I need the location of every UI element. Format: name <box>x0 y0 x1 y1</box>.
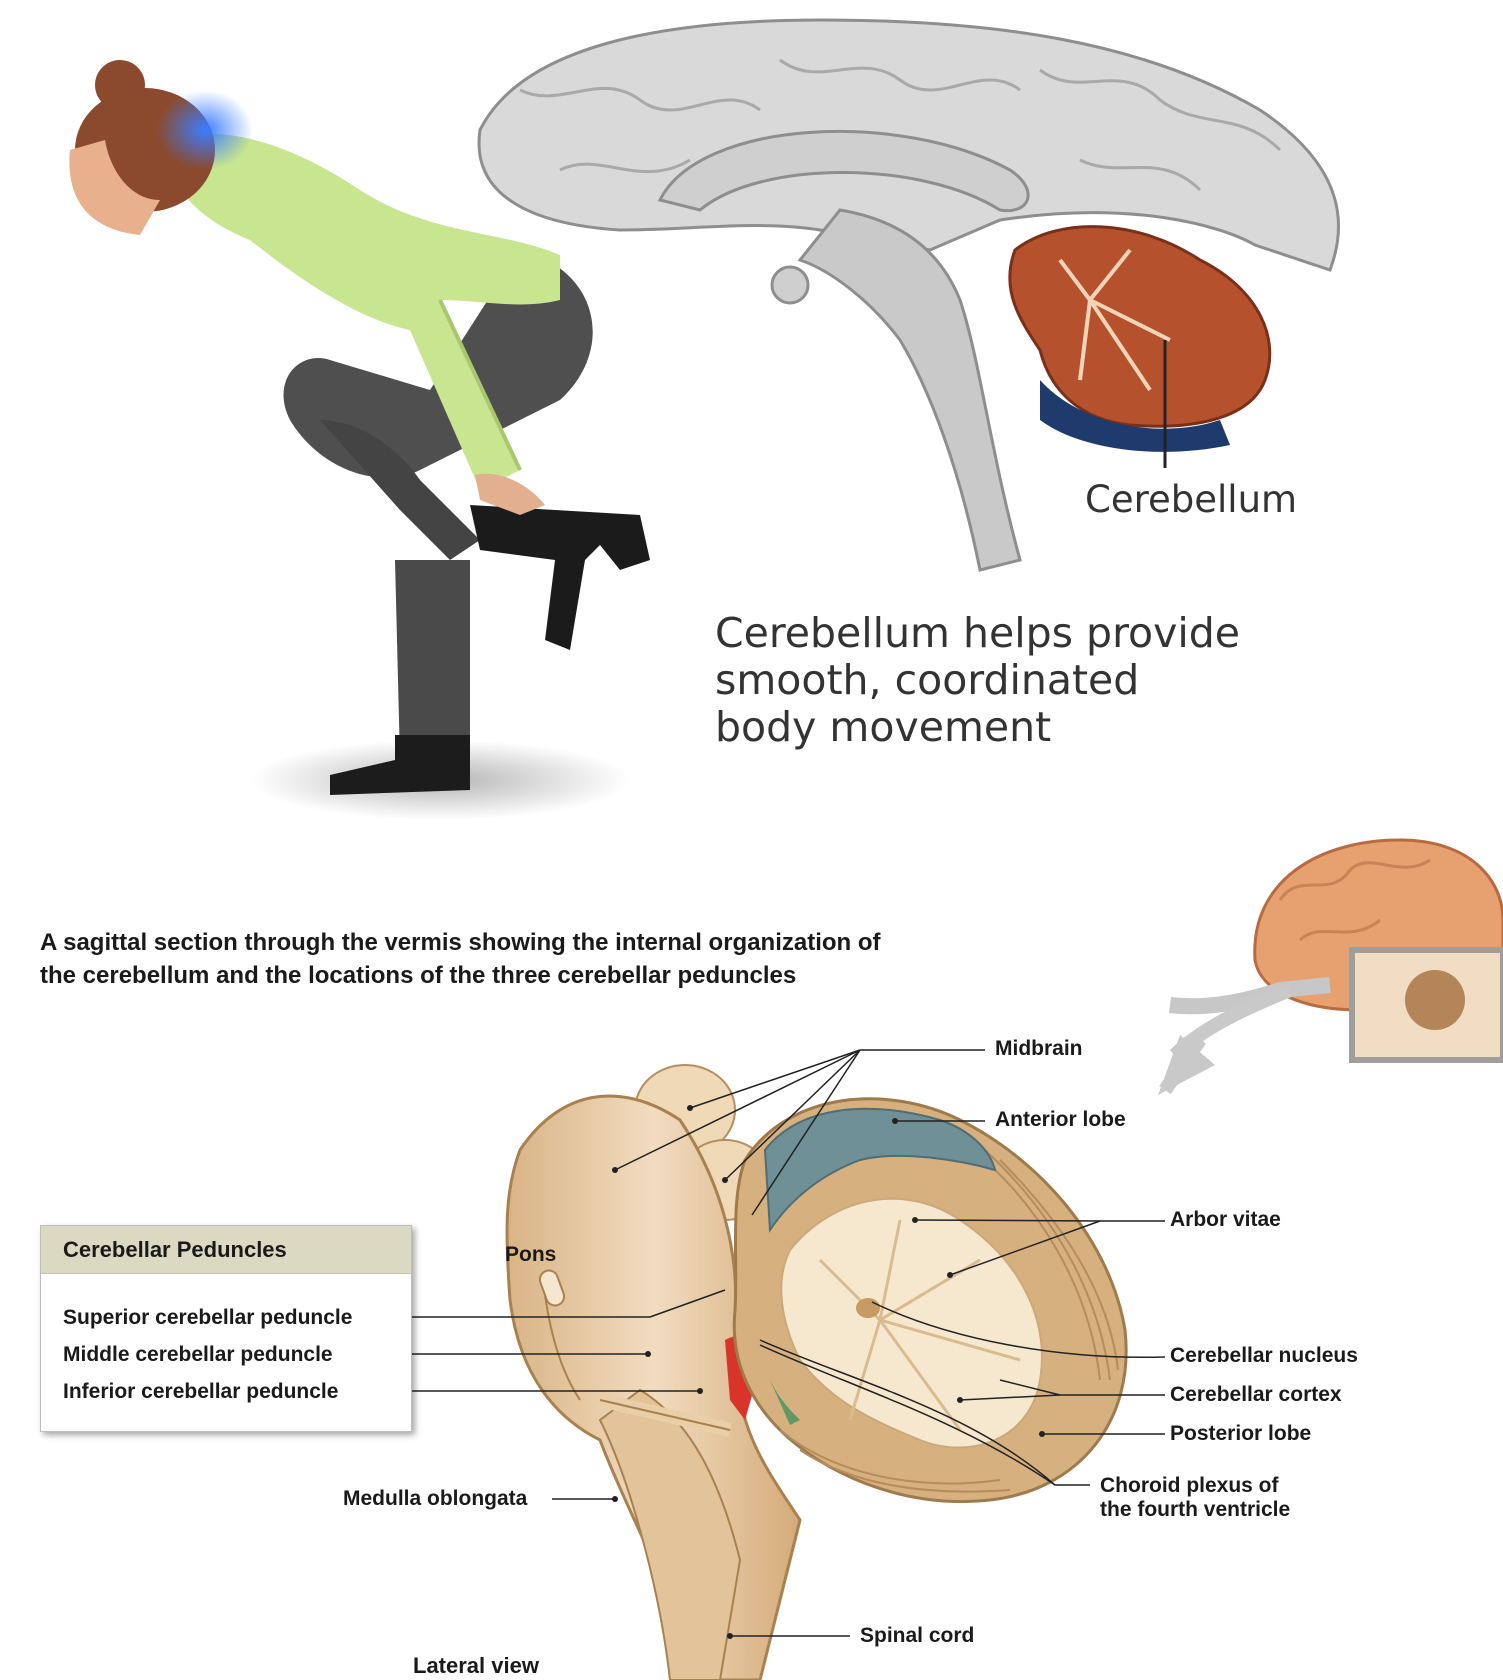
medulla-oblongata-label: Medulla oblongata <box>343 1487 527 1511</box>
spinal-cord-label: Spinal cord <box>860 1624 974 1648</box>
arbor-vitae-label: Arbor vitae <box>1170 1208 1281 1232</box>
caption-line: smooth, coordinated <box>715 657 1240 704</box>
cerebellum-function-caption: Cerebellum helps provide smooth, coordin… <box>715 610 1240 751</box>
brainstem-cerebellum-illustration <box>507 1065 1126 1680</box>
posterior-lobe-label: Posterior lobe <box>1170 1422 1311 1446</box>
cerebellar-peduncles-legend: Cerebellar Peduncles Superior cerebellar… <box>40 1225 412 1432</box>
cerebellar-nucleus-mark <box>856 1298 880 1318</box>
choroid-plexus-label: Choroid plexus of the fourth ventricle <box>1100 1474 1290 1522</box>
legend-item: Inferior cerebellar peduncle <box>63 1380 338 1404</box>
legend-item: Middle cerebellar peduncle <box>63 1343 333 1367</box>
inset-brain-illustration <box>1158 840 1503 1095</box>
label-line: the fourth ventricle <box>1100 1498 1290 1522</box>
sagittal-section-caption: A sagittal section through the vermis sh… <box>40 926 1000 992</box>
caption-line: the cerebellum and the locations of the … <box>40 959 1000 992</box>
pons-label: Pons <box>505 1243 556 1267</box>
cerebellar-cortex-label: Cerebellar cortex <box>1170 1383 1342 1407</box>
anterior-lobe-label: Anterior lobe <box>995 1108 1126 1132</box>
midbrain-label: Midbrain <box>995 1037 1083 1061</box>
cerebellum-label: Cerebellum <box>1085 478 1297 521</box>
caption-line: Cerebellum helps provide <box>715 610 1240 657</box>
caption-line: body movement <box>715 704 1240 751</box>
view-label: Lateral view <box>413 1653 539 1679</box>
legend-title: Cerebellar Peduncles <box>63 1237 287 1263</box>
cerebellar-nucleus-label: Cerebellar nucleus <box>1170 1344 1358 1368</box>
caption-line: A sagittal section through the vermis sh… <box>40 926 1000 959</box>
label-line: Choroid plexus of <box>1100 1474 1290 1498</box>
legend-item: Superior cerebellar peduncle <box>63 1306 352 1330</box>
